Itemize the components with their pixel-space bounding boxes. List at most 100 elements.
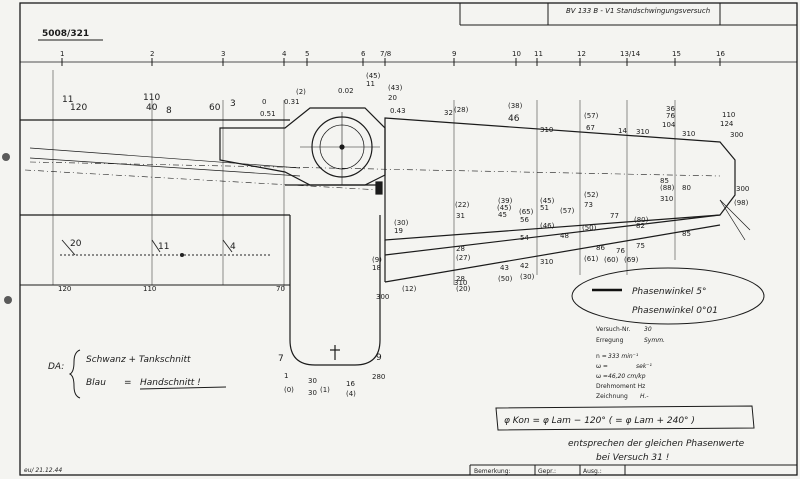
- callout-tip-2: 124: [720, 120, 734, 128]
- callout-wing-lower-1: 28: [456, 245, 465, 253]
- sheet-number: 5008/321: [42, 29, 89, 39]
- param-6-key: Zeichnung: [596, 393, 628, 400]
- callout-nacelle-front-2: 3: [230, 99, 236, 109]
- formula-note-2: bei Versuch 31 !: [596, 453, 669, 463]
- callout-span-a-2: (28): [454, 106, 469, 114]
- callout-wing-right-1: 85: [660, 177, 669, 185]
- binder-hole-top: [2, 153, 10, 161]
- fuselage-outline: [20, 119, 721, 216]
- phase-legend: Phasenwinkel 5° Phasenwinkel 0°01: [571, 267, 765, 325]
- callout-fin-left-3: (0): [284, 386, 294, 394]
- param-2-key: n =: [596, 353, 607, 360]
- callout-wing-lower2-3: 42: [520, 262, 529, 270]
- station-tick-4: 4: [282, 50, 287, 58]
- param-4-key: ω =: [596, 373, 608, 380]
- station-tick-2: 2: [150, 50, 154, 58]
- callout-span-c: 310: [540, 126, 553, 134]
- title-block: BV 133 B - V1 Standschwingungsversuch: [459, 3, 797, 26]
- callout-nacelle-a-1: 0: [262, 98, 266, 106]
- ventral-fin-outline: [20, 215, 381, 366]
- callout-fin-right-3: (4): [346, 390, 356, 398]
- callout-hub-b-2: 20: [388, 94, 397, 102]
- callout-lower-left: 20: [70, 239, 82, 249]
- callout-wing-lower4-4: (61): [584, 255, 599, 263]
- callout-lower-right: 4: [230, 242, 236, 252]
- param-4-val: 46,20 cm/kp: [608, 373, 646, 380]
- callout-fin-mid-2: 30: [308, 389, 317, 397]
- callout-span-f-1: 36: [666, 105, 675, 113]
- legend-line-1: Phasenwinkel 5°: [632, 287, 706, 297]
- callout-fin-mid-1: 30: [308, 377, 317, 385]
- station-tick-10: 11: [534, 50, 543, 58]
- callout-fin-right-1: 9: [376, 353, 382, 363]
- param-3-val: sek⁻¹: [636, 363, 652, 370]
- callout-wing-lower5-1: 77: [610, 212, 619, 220]
- callout-tip-3: 300: [730, 131, 743, 139]
- callout-span-f-3: 104: [662, 121, 676, 129]
- station-tick-9: 10: [512, 50, 521, 58]
- lower-trace: [60, 239, 270, 258]
- callout-tip-1: 110: [722, 111, 735, 119]
- callout-wing-lower4-2: 73: [584, 201, 593, 209]
- callout-nacelle-front-1: 60: [209, 103, 221, 113]
- callout-span-b-1: (38): [508, 102, 523, 110]
- station-tick-14: 16: [716, 50, 725, 58]
- callout-wing-lower3-1: (65): [519, 208, 534, 216]
- station-tick-6: 6: [361, 50, 366, 58]
- axis-bottom-left: 120: [58, 285, 71, 293]
- callout-fin-right-2: 16: [346, 380, 355, 388]
- callout-wing-lower2-4: (30): [520, 273, 535, 281]
- callout-hub-a-1: 0.02: [338, 87, 354, 95]
- station-tick-5: 5: [305, 50, 309, 58]
- station-tick-13: 15: [672, 50, 681, 58]
- footer-cell-1: Bemerkung:: [474, 468, 511, 475]
- callout-span-g: 310: [682, 130, 695, 138]
- callout-hub-b-3: 0.43: [390, 107, 406, 115]
- station-tick-12: 13/14: [620, 50, 641, 58]
- binder-hole-bottom: [4, 296, 12, 304]
- phase-formula: φ Kon = φ Lam − 120° ( = φ Lam + 240° ) …: [495, 405, 755, 463]
- callout-wing-right-7: 300: [736, 185, 749, 193]
- formula-note-1: entsprechen der gleichen Phasenwerte: [568, 439, 745, 449]
- callout-wing-mid1-2: 31: [456, 212, 465, 220]
- legend-line-2: Phasenwinkel 0°01: [632, 306, 718, 316]
- callout-wing-lower3-5: 56: [520, 216, 529, 224]
- footer-cell-3: Ausg.:: [583, 468, 602, 475]
- sheet-border: [19, 2, 798, 476]
- callout-fin-mid-3: (1): [320, 386, 330, 394]
- callout-wing-lower4-6: 76: [616, 247, 625, 255]
- callout-inner-2: 40: [146, 103, 158, 113]
- da-note: DA: Schwanz + Tankschnitt Blau = Handsch…: [48, 349, 227, 399]
- callout-hub-b-1: (43): [388, 84, 403, 92]
- callout-span-e-2: 310: [636, 128, 649, 136]
- wing-outline: [384, 117, 751, 283]
- callout-wing-root-a-1: (30): [394, 219, 409, 227]
- callout-fin-left-2: 1: [284, 372, 288, 380]
- param-1-val: Symm.: [644, 337, 665, 344]
- callout-wing-lower3-3: (46): [540, 222, 555, 230]
- callout-wing-right-5: 85: [682, 230, 691, 238]
- callout-wing-lower5-5: (69): [624, 256, 639, 264]
- callout-wing-lower3-6: 54: [520, 234, 529, 242]
- callout-nacelle-b-2: (2): [296, 88, 306, 96]
- callout-wing-right-3: 80: [682, 184, 691, 192]
- test-parameters: Versuch-Nr. 30 Erregung Symm. n = 333 mi…: [596, 326, 665, 400]
- callout-wing-right-4: 82: [636, 222, 645, 230]
- callout-wing-root-a-2: 19: [394, 227, 403, 235]
- callout-nacelle-a-2: 0.51: [260, 110, 276, 118]
- callout-wing-mid2-2: (45): [497, 204, 512, 212]
- callout-wing-lower5-2: (80): [634, 216, 649, 224]
- callout-span-b-2: 46: [508, 114, 520, 124]
- title-block-text: BV 133 B - V1 Standschwingungsversuch: [566, 7, 710, 15]
- callout-wing-root-b-3: 310: [454, 279, 467, 287]
- callout-wing-right-2: (88): [660, 184, 675, 192]
- callout-wing-lower4-5: 86: [596, 244, 605, 252]
- param-1-key: Erregung: [596, 337, 624, 344]
- footer-block: Bemerkung: Gepr.: Ausg.: eu/ 21.12.44: [24, 464, 797, 475]
- station-tick-1: 1: [60, 50, 64, 58]
- callout-labels: 11 120 110 40 8 60 3 0 0.51 0.31 (2) 0.0…: [58, 72, 749, 398]
- callout-wing-mid2-1: (39): [498, 197, 513, 205]
- callout-wing-lower3-4: 51: [540, 204, 549, 212]
